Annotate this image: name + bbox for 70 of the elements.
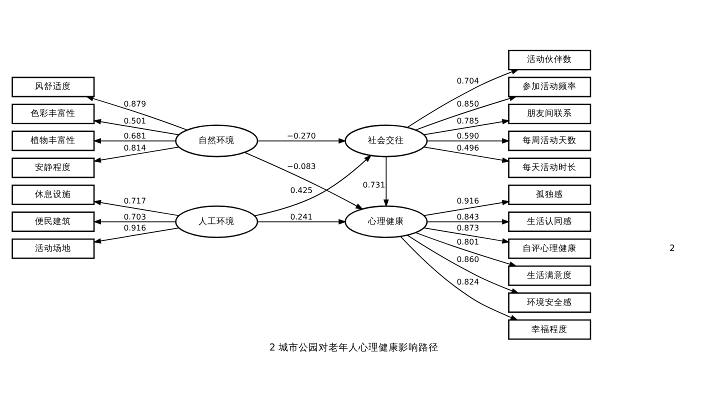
arrow — [93, 219, 176, 224]
caption: 2 城市公园对老年人心理健康影响路径 — [269, 342, 439, 354]
arrow — [257, 219, 346, 224]
node-ellipse: 自然环境 — [175, 124, 258, 158]
arrow — [415, 96, 518, 130]
edge-label: 0.916 — [456, 196, 480, 206]
label: 2 — [669, 244, 675, 254]
arrow — [427, 219, 510, 224]
edge-label: 0.860 — [456, 254, 480, 264]
edge-label: 0.873 — [456, 224, 480, 233]
arrow — [424, 118, 510, 136]
edge-label: 0.501 — [124, 116, 146, 126]
arrow — [424, 228, 510, 244]
edge-label: 0.814 — [124, 144, 146, 153]
node-box: 自评心理健康 — [508, 238, 592, 259]
node-box: 朋友间联系 — [508, 104, 592, 124]
node-box: 活动场地 — [12, 238, 95, 259]
node-box: 风舒适度 — [12, 76, 95, 98]
node-box: 幸福程度 — [508, 319, 592, 340]
arrow — [244, 152, 364, 210]
edge-label: 0.704 — [456, 76, 480, 86]
edge-label: −0.270 — [286, 131, 316, 140]
edge-label: −0.083 — [286, 162, 316, 171]
node-box: 生活认同感 — [508, 212, 592, 232]
node-box: 活动伙伴数 — [508, 50, 592, 70]
arrow — [406, 69, 520, 128]
edge-label: 0.681 — [124, 131, 146, 140]
edge-label: 0.916 — [124, 224, 146, 233]
edge-label: 0.496 — [456, 144, 480, 153]
arrow — [93, 227, 180, 244]
arrow — [93, 200, 180, 216]
node-box: 环境安全感 — [508, 292, 592, 313]
edge-label: 0.850 — [456, 99, 480, 108]
edge-label: 0.703 — [124, 212, 146, 222]
node-ellipse: 社会交往 — [344, 124, 428, 158]
edge-label: 0.731 — [362, 180, 386, 190]
edge-label: 0.241 — [290, 212, 313, 222]
edge-label: 0.801 — [456, 238, 480, 247]
arrow — [383, 156, 389, 208]
node-box: 休息设施 — [12, 184, 95, 206]
arrow — [93, 146, 180, 163]
edge-label: 0.425 — [290, 186, 313, 196]
arrow — [257, 138, 346, 144]
node-box: 孤独感 — [508, 184, 592, 206]
node-box: 植物丰富性 — [12, 130, 95, 152]
edge-label: 0.785 — [456, 116, 480, 126]
node-box: 每天活动时长 — [508, 158, 592, 178]
node-ellipse: 人工环境 — [175, 205, 258, 238]
arrow — [406, 234, 520, 294]
node-ellipse: 心理健康 — [344, 205, 428, 238]
arrow — [254, 154, 372, 216]
arrow — [415, 232, 518, 267]
node-box: 色彩丰富性 — [12, 104, 95, 124]
node-box: 每周活动天数 — [508, 130, 592, 152]
node-box: 便民建筑 — [12, 212, 95, 232]
node-box: 安静程度 — [12, 158, 95, 178]
arrow — [86, 96, 188, 130]
edge-label: 0.590 — [456, 131, 480, 140]
edge-label: 0.879 — [124, 99, 146, 108]
edge-label: 0.843 — [456, 212, 480, 222]
edge-label: 0.717 — [124, 196, 146, 206]
arrow — [424, 146, 510, 163]
edge-label: 0.824 — [456, 278, 480, 287]
arrow — [400, 236, 518, 320]
arrow — [427, 138, 510, 144]
arrow — [93, 138, 176, 144]
arrow — [424, 200, 510, 216]
node-box: 生活满意度 — [508, 265, 592, 286]
node-box: 参加活动频率 — [508, 76, 592, 98]
arrow — [93, 119, 180, 136]
